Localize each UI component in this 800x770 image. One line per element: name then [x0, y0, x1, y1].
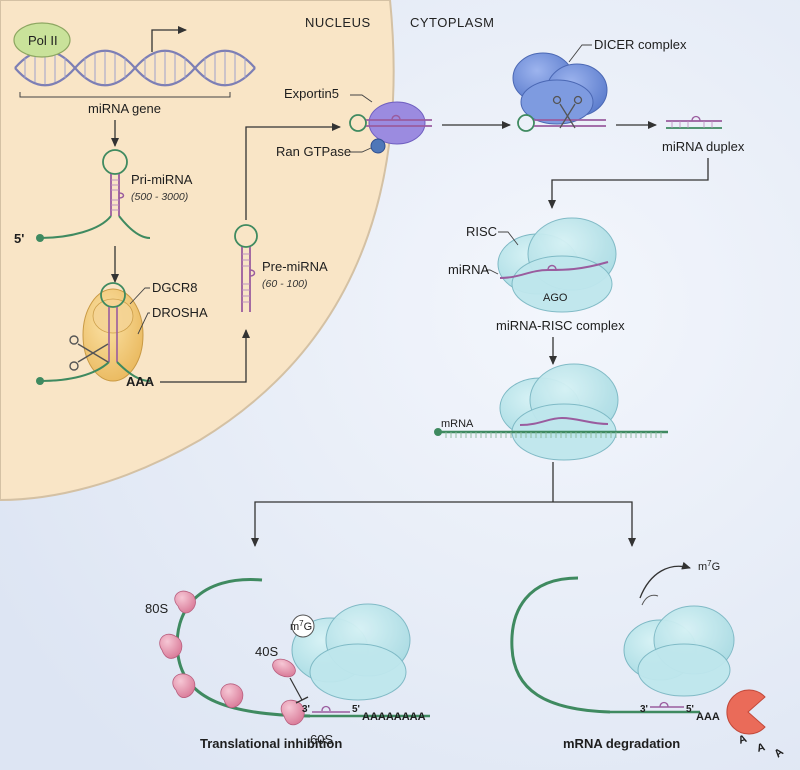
dgcr8-leader	[129, 287, 150, 305]
exonuclease-enzyme	[726, 689, 766, 735]
dgcr8-label: DGCR8	[152, 280, 198, 295]
mrna-degradation-panel	[510, 576, 735, 714]
risc-leader	[498, 231, 519, 246]
decapping-arrow	[639, 561, 691, 599]
m7g-cap-right: m7G	[698, 559, 720, 573]
ran-gtpase-label: Ran GTPase	[276, 144, 351, 159]
arrow-to-mrna-degradation	[553, 501, 636, 547]
exportin5-label: Exportin5	[284, 86, 339, 101]
mirna-duplex	[666, 115, 722, 129]
pol2-enzyme	[13, 22, 71, 58]
mirna-gene-label: miRNA gene	[88, 101, 161, 116]
poly-a-tail-right: AAA	[696, 711, 720, 723]
nucleus-label: NUCLEUS	[305, 15, 371, 30]
aaa-label: AAA	[126, 374, 155, 389]
pre-mirna-label: Pre-miRNA	[262, 259, 328, 274]
risc-complex	[497, 217, 617, 313]
pri-mirna-length: (500 - 3000)	[131, 191, 188, 203]
poly-a-tail-left: AAAAAAAA	[362, 711, 426, 723]
three-prime-right: 3'	[640, 704, 648, 715]
m7g-cap-left: m7G	[290, 619, 312, 633]
transcription-start-arrow	[151, 26, 187, 52]
80s-label: 80S	[145, 601, 168, 616]
mrna-label: mRNA	[441, 418, 474, 430]
pri-mirna-label: Pri-miRNA	[131, 172, 193, 187]
40s-label: 40S	[255, 644, 278, 659]
five-prime-right: 5'	[686, 704, 694, 715]
arrow-pre-to-exportin	[245, 123, 341, 220]
arrow-drosha-to-pre	[160, 329, 250, 383]
60s-label: 60S	[310, 732, 333, 747]
ribosome-40s	[272, 658, 296, 678]
pol2-label: Pol II	[28, 33, 58, 48]
mirna-label: miRNA	[448, 262, 489, 277]
translational-inhibition-label: Translational inhibition	[200, 736, 342, 751]
ago-label: AGO	[543, 292, 568, 304]
released-a-1: A	[737, 733, 749, 747]
five-prime-left: 5'	[352, 704, 360, 715]
gene-bracket	[19, 92, 231, 98]
drosha-label: DROSHA	[152, 305, 208, 320]
mirna-duplex-label: miRNA duplex	[662, 139, 745, 154]
dicer-label: DICER complex	[594, 37, 687, 52]
released-a-2: A	[756, 741, 767, 755]
arrow-duplex-to-risc	[548, 158, 709, 209]
risc-mrna-complex	[434, 363, 668, 461]
mrna-degradation-label: mRNA degradation	[563, 736, 680, 751]
exportin5-complex	[349, 101, 432, 154]
three-prime-left: 3'	[302, 704, 310, 715]
ribosome-80s	[159, 590, 244, 708]
five-prime-label: 5'	[14, 231, 24, 246]
risc-label: RISC	[466, 224, 497, 239]
cytoplasm-label: CYTOPLASM	[410, 15, 494, 30]
inhibition-bar	[295, 696, 309, 704]
dicer-complex	[512, 52, 608, 132]
mirna-risc-complex-label: miRNA-RISC complex	[496, 318, 625, 333]
mirna-leader	[486, 269, 499, 275]
translational-inhibition-panel	[175, 578, 430, 718]
ran-leader	[350, 147, 372, 153]
dicer-leader	[568, 44, 592, 63]
pri-mirna-hairpin	[36, 149, 151, 242]
arrow-to-translational-inhibition	[251, 501, 553, 547]
pre-mirna-hairpin	[234, 224, 258, 312]
microprocessor-complex	[36, 282, 151, 385]
scissors-icon	[69, 335, 109, 371]
dicer-scissors-icon	[552, 95, 583, 129]
drosha-leader	[137, 312, 150, 335]
exportin5-leader	[350, 94, 373, 103]
inhibition-line	[289, 677, 303, 701]
pre-mirna-length: (60 - 100)	[262, 278, 308, 290]
ribosome-60s	[280, 699, 305, 726]
